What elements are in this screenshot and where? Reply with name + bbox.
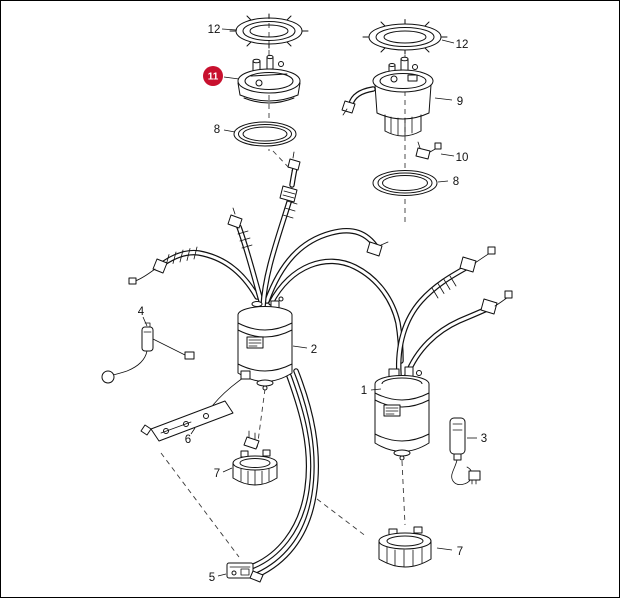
- callout-7-left[interactable]: 7: [214, 468, 220, 480]
- part-lock-ring-left: [229, 13, 309, 49]
- callout-8-left[interactable]: 8: [214, 124, 220, 136]
- callout-7-right[interactable]: 7: [457, 546, 463, 558]
- callout-4[interactable]: 4: [138, 306, 145, 318]
- callout-5[interactable]: 5: [209, 572, 215, 584]
- callout-2[interactable]: 2: [311, 344, 317, 356]
- assembly-line: [316, 498, 368, 538]
- leader-lines: [142, 28, 477, 577]
- part-delivery-module: [341, 56, 434, 137]
- callout-9[interactable]: 9: [457, 96, 463, 108]
- part-seal-ring-left: [233, 121, 297, 147]
- part-fuel-pump-right: [374, 366, 430, 461]
- callout-1[interactable]: 1: [361, 385, 367, 397]
- part-level-sender-right: [449, 417, 481, 485]
- callout-10[interactable]: 10: [456, 152, 469, 164]
- part-retaining-collar-left: [232, 449, 278, 486]
- callout-labels: 12 11 8 12 9 10 8 2 1 4 6 3 7 7 5: [138, 24, 487, 584]
- part-small-fitting: [243, 430, 260, 450]
- assembly-line: [160, 452, 240, 558]
- callout-6[interactable]: 6: [185, 434, 191, 446]
- part-mounting-bracket: [140, 370, 251, 442]
- callout-8-right[interactable]: 8: [453, 176, 459, 188]
- assembly-line: [401, 460, 406, 526]
- fuel-hose-bundle: [128, 151, 513, 578]
- assembly-line: [256, 388, 266, 450]
- callout-12-left[interactable]: 12: [208, 24, 221, 36]
- callout-highlight-circle[interactable]: [203, 66, 223, 86]
- corrugation-ribs: [165, 200, 457, 299]
- part-elbow-fitting: [415, 141, 442, 160]
- callout-11-label: 11: [208, 72, 219, 83]
- callout-3[interactable]: 3: [481, 433, 487, 445]
- part-fuel-pump-left: [237, 296, 293, 391]
- hose-fittings: [128, 151, 513, 315]
- part-seal-ring-right: [372, 170, 438, 196]
- part-level-sender-float: [101, 322, 195, 384]
- part-retaining-collar-right: [378, 526, 432, 568]
- part-pump-flange-cap: [237, 54, 301, 104]
- part-lock-ring-right: [362, 19, 448, 55]
- callout-11-highlighted[interactable]: 11: [203, 66, 223, 86]
- callout-12-right[interactable]: 12: [456, 39, 469, 51]
- part-bottom-bracket: [226, 562, 264, 583]
